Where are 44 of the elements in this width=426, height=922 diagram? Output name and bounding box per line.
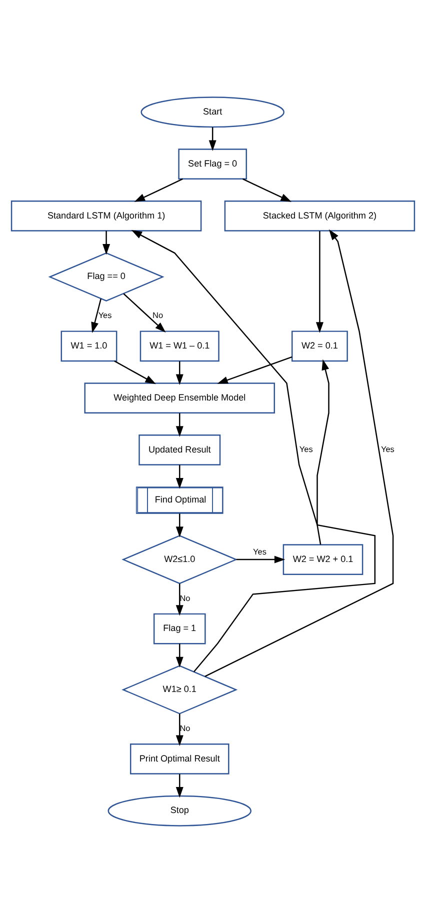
edge-label: Yes (253, 547, 266, 556)
arrow (134, 178, 183, 202)
arrow (236, 555, 286, 563)
node-box: W2 = W2 + 0.1 (282, 544, 364, 574)
arrow (176, 643, 184, 668)
arrow (176, 412, 184, 436)
edge-label: Yes (380, 444, 394, 454)
node-box: Set Flag = 0 (178, 148, 247, 179)
arrow (176, 464, 184, 488)
arrow (123, 292, 166, 332)
arrow (91, 298, 102, 332)
node-box: W1 = 1.0 (60, 330, 118, 362)
edge-label: No (180, 593, 190, 602)
node-box: Updated Result (138, 434, 221, 465)
arrow (114, 360, 156, 384)
node-box: Stacked LSTM (Algorithm 2) (224, 200, 416, 231)
arrow (208, 126, 216, 150)
arrow (316, 230, 324, 332)
node-box: Print Optimal Result (130, 743, 230, 774)
arrow (176, 583, 184, 616)
node-diamond: W1≥ 0.1 (122, 664, 238, 714)
arrow (176, 774, 184, 798)
arrow (131, 230, 376, 672)
arrow (242, 178, 292, 202)
arrow (176, 360, 184, 384)
node-diamond: W2≤1.0 (122, 534, 238, 584)
edge-label: Yes (299, 444, 313, 454)
node-box: Flag = 1 (153, 612, 206, 644)
node-box: Standard LSTM (Algorithm 1) (10, 200, 202, 231)
arrow (217, 356, 292, 384)
node-diamond: Flag == 0 (48, 252, 164, 301)
edge-label: Yes (98, 310, 112, 320)
node-box: W1 = W1 – 0.1 (140, 330, 220, 362)
node-box: Weighted Deep Ensemble Model (84, 382, 275, 413)
node-ellipse: Start (140, 96, 284, 128)
arrow (102, 230, 110, 254)
node-box: W2 = 0.1 (291, 330, 348, 362)
arrow (204, 228, 394, 676)
edge-label: No (180, 723, 190, 732)
edge-label: No (152, 310, 164, 320)
arrow (316, 358, 330, 544)
node-ellipse: Stop (108, 794, 252, 826)
arrow (176, 713, 184, 746)
arrow (176, 513, 184, 537)
